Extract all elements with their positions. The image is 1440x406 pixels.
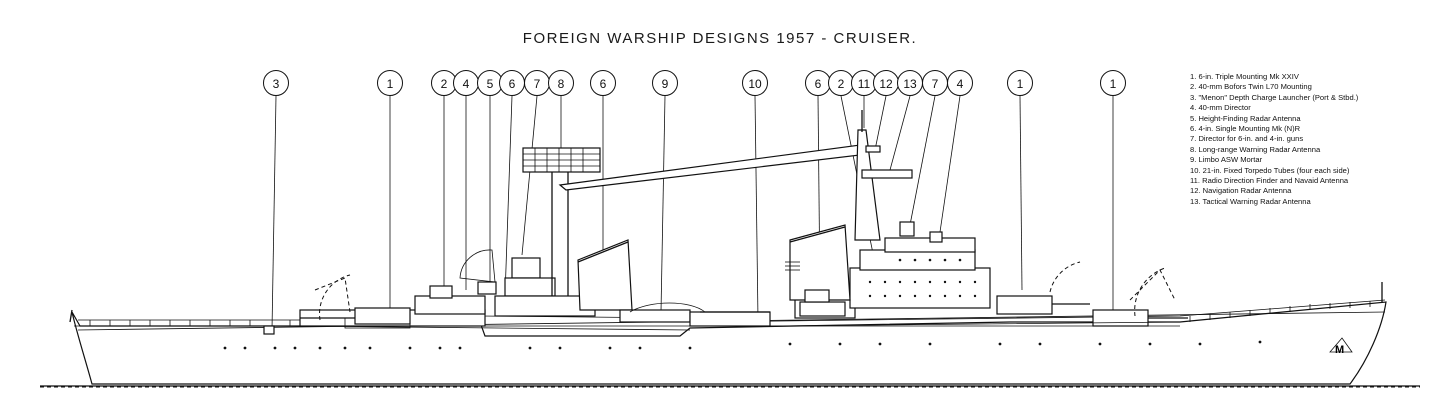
depth-charge-launcher: [263, 325, 275, 335]
hull-emblem-m: M: [1329, 337, 1353, 356]
funnel-forward: [789, 224, 851, 301]
legend-item: 1. 6-in. Triple Mounting Mk XXIV: [1190, 72, 1299, 81]
turret-6in-forward-2: [1092, 267, 1188, 327]
legend-item: 6. 4-in. Single Mounting Mk (N)R: [1190, 124, 1301, 134]
turret-6in-forward-1: [996, 261, 1090, 315]
legend-item: 4. 40-mm Director: [1190, 103, 1251, 113]
legend-item: 11. Radio Direction Finder and Navaid An…: [1190, 176, 1349, 186]
deck-rail-stanchions: [89, 301, 1371, 326]
torpedo-tubes: [689, 311, 771, 327]
legend-item: 9. Limbo ASW Mortar: [1190, 155, 1263, 165]
legend-item: 2. 40-mm Bofors Twin L70 Mounting: [1190, 82, 1312, 92]
legend-item: 5. Height-Finding Radar Antenna: [1190, 113, 1301, 123]
turret-6in-aft: [300, 274, 411, 325]
legend-item: 7. Director for 6-in. and 4-in. guns: [1190, 134, 1304, 144]
foremast: [854, 110, 943, 243]
director-aft: [511, 257, 541, 279]
bridge-windows: [868, 258, 977, 298]
legend-item: 3. "Menon" Depth Charge Launcher (Port &…: [1190, 92, 1359, 102]
legend-item: 8. Long-range Warning Radar Antenna: [1190, 144, 1321, 154]
portholes: [223, 340, 1262, 350]
tactical-warning-radar-antenna: [861, 169, 913, 179]
legend-item: 12. Navigation Radar Antenna: [1190, 186, 1292, 196]
hull-emblem-letter: M: [1335, 344, 1344, 356]
drawing-title: FOREIGN WARSHIP DESIGNS 1957 - CRUISER.: [522, 30, 918, 47]
legend-item: 10. 21-in. Fixed Torpedo Tubes (four eac…: [1190, 165, 1350, 175]
navigation-radar-antenna: [865, 145, 881, 153]
legend-item: 13. Tactical Warning Radar Antenna: [1190, 196, 1311, 206]
hull: [71, 301, 1387, 385]
